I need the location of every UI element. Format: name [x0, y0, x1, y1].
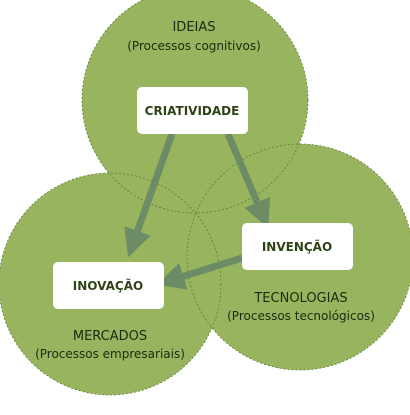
arrow-criatividade-to-invencao — [224, 132, 271, 229]
box-inovacao: INOVAÇÃO — [53, 262, 164, 309]
invencao-label: INVENÇÃO — [262, 239, 332, 254]
criatividade-label: CRIATIVIDADE — [145, 104, 240, 118]
outline-tecnologias — [186, 143, 410, 371]
box-criatividade: CRIATIVIDADE — [137, 87, 248, 134]
arrow-criatividade-to-inovacao — [124, 132, 176, 258]
tecnologias-subtitle: (Processos tecnológicos) — [227, 309, 375, 323]
mercados-title: MERCADOS — [73, 329, 147, 344]
mercados-subtitle: (Processos empresariais) — [35, 347, 185, 361]
arrow-invencao-to-inovacao — [156, 254, 244, 290]
box-invencao: INVENÇÃO — [242, 223, 353, 270]
tecnologias-title: TECNOLOGIAS — [253, 291, 347, 306]
ideias-title: IDEIAS — [172, 20, 215, 35]
ideias-subtitle: (Processos cognitivos) — [127, 39, 261, 53]
outline-mercados — [0, 172, 222, 396]
outline-ideias — [81, 0, 309, 214]
inovacao-label: INOVAÇÃO — [73, 278, 143, 293]
